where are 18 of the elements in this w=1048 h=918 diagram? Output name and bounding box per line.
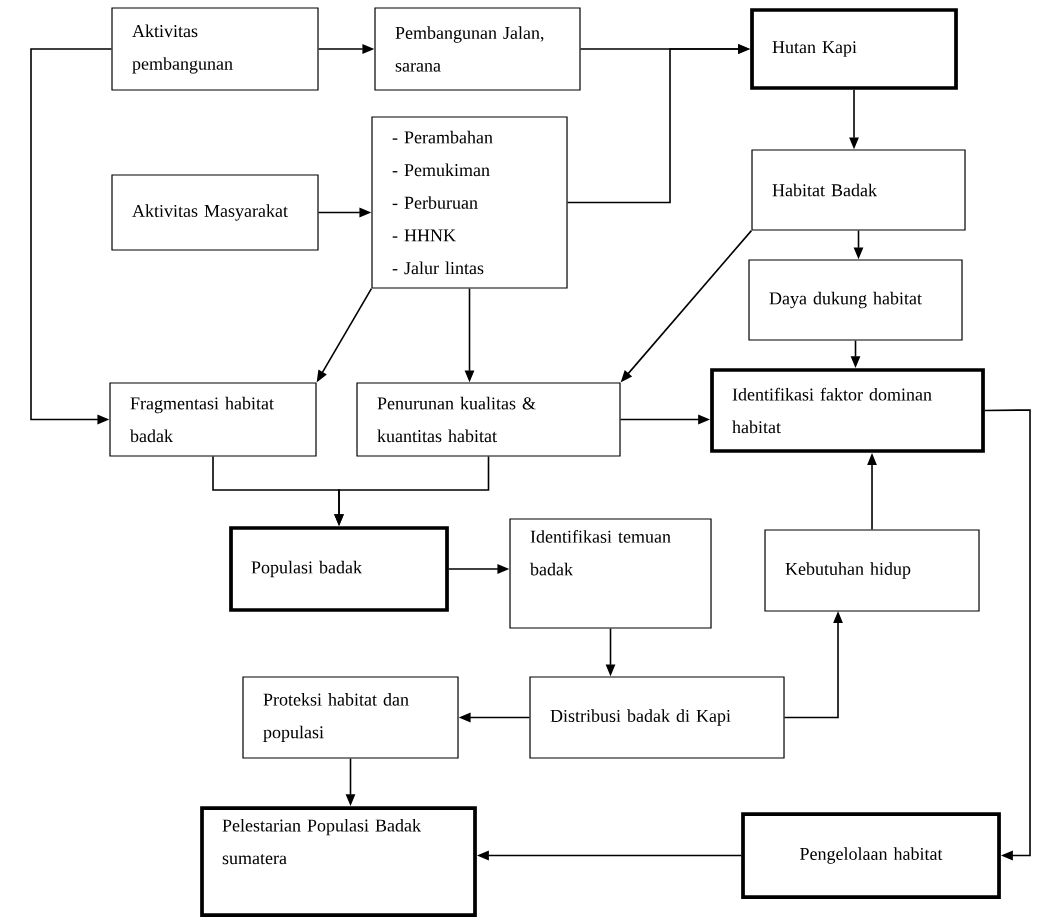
- arrow: [984, 409, 1031, 861]
- key-box: Identifikasi faktor dominan habitat: [710, 368, 985, 453]
- process-box: Proteksi habitat dan populasi: [242, 676, 459, 759]
- process-box: Identifikasi temuan badak: [509, 518, 712, 629]
- key-box: Pengelolaan habitat: [741, 812, 1001, 899]
- process-box: Distribusi badak di Kapi: [529, 676, 785, 759]
- key-box: Pelestarian Populasi Badak sumatera: [200, 806, 477, 917]
- process-box: Aktivitas pembangunan: [111, 7, 319, 91]
- process-box: Kebutuhan hidup: [764, 529, 980, 612]
- process-box: - Perambahan - Pemukiman - Perburuan - HHNK - Jalur lintas: [371, 116, 568, 289]
- process-box: Daya dukung habitat: [748, 259, 963, 341]
- process-box: Fragmentasi habitat badak: [109, 382, 317, 457]
- key-box: Hutan Kapi: [750, 8, 958, 90]
- process-box: Aktivitas Masyarakat: [111, 174, 319, 251]
- process-box: Pembangunan Jalan, sarana: [374, 7, 581, 91]
- key-box: Populasi badak: [229, 526, 449, 612]
- process-box: Habitat Badak: [751, 149, 966, 231]
- process-box: Penurunan kualitas & kuantitas habitat: [356, 382, 621, 457]
